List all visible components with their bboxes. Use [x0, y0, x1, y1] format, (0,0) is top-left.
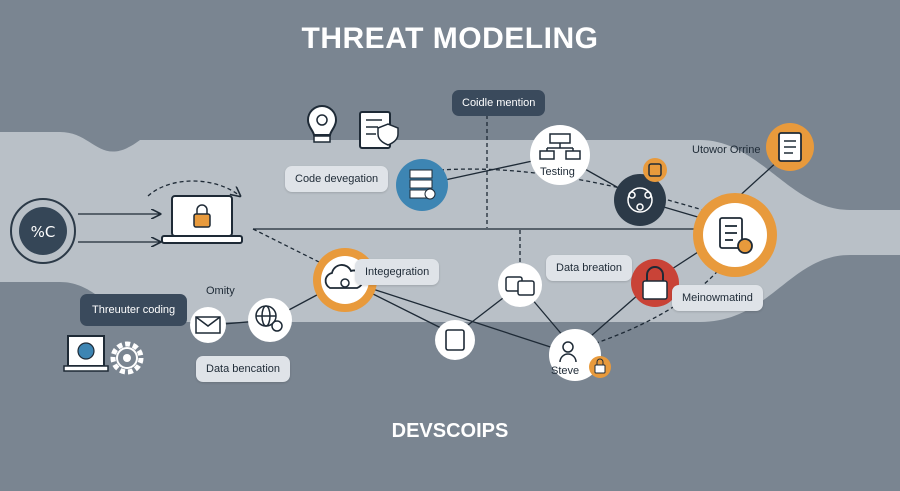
- gear-icon: [110, 341, 144, 375]
- label-data-bencation: Data bencation: [196, 356, 290, 382]
- monitor-icon: [63, 335, 109, 372]
- id-badge-icon: [445, 329, 465, 351]
- hierarchy-icon: [539, 133, 581, 160]
- mail-node[interactable]: [190, 307, 226, 343]
- globe-gear-node[interactable]: [248, 298, 292, 342]
- label-code-mention: Coidle mention: [452, 90, 546, 116]
- padlock-icon: [642, 266, 668, 300]
- badge-node[interactable]: [435, 320, 475, 360]
- hub-node[interactable]: [693, 193, 777, 277]
- cards-icon: [505, 276, 535, 296]
- laptop-lock-icon: [161, 195, 243, 244]
- label-omity: Omity: [206, 285, 235, 297]
- network-node[interactable]: [614, 174, 666, 226]
- shield-document-icon: [359, 111, 399, 149]
- cards-node[interactable]: [498, 263, 542, 307]
- small-orange-node: [643, 158, 667, 182]
- label-code-devegation: Code devegation: [285, 166, 389, 192]
- label-memorwatind: Meinowmatind: [672, 285, 763, 311]
- label-utower-orine: Utowor Orrine: [692, 144, 761, 156]
- clipboard-node[interactable]: [766, 123, 814, 171]
- network-icon: [627, 187, 653, 213]
- label-threauter-coding: Threuuter coding: [80, 294, 188, 326]
- server-lock-icon: [409, 169, 436, 200]
- testing-node[interactable]: [530, 125, 590, 185]
- percent-c-icon: %C: [31, 223, 56, 241]
- label-data-breation: Data breation: [546, 255, 633, 281]
- label-testing: Testing: [540, 166, 575, 178]
- page-title: THREAT MODELING: [301, 22, 599, 55]
- people-lock-icon: [559, 341, 577, 363]
- envelope-icon: [195, 316, 221, 334]
- clipboard-icon: [778, 132, 802, 162]
- left-node[interactable]: %C: [10, 198, 76, 264]
- lightbulb-gear-icon: [306, 105, 338, 143]
- label-integration: Integegration: [355, 259, 440, 285]
- label-steve: Steve: [551, 365, 580, 377]
- globe-gear-icon: [255, 305, 283, 332]
- checklist-gear-icon: [719, 217, 753, 254]
- steve-node[interactable]: [549, 329, 611, 381]
- padlock-node[interactable]: [631, 259, 679, 307]
- server-node[interactable]: [396, 159, 448, 211]
- footer-title: DEVSCOIPS: [391, 420, 509, 442]
